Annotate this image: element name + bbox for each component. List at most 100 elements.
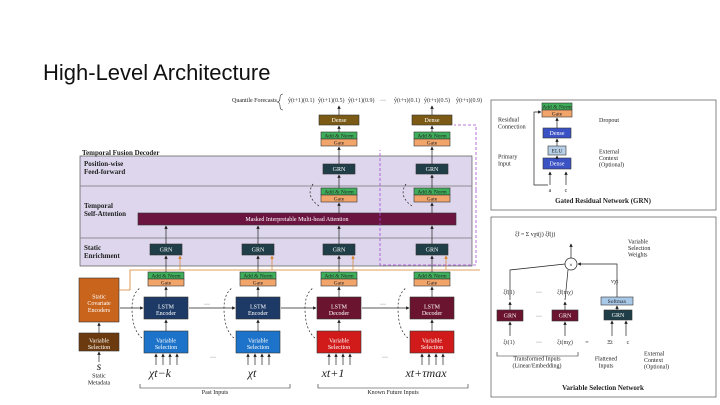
past-brace xyxy=(139,384,291,389)
col-1-lstm-ang-gate xyxy=(147,278,185,287)
vsn-panel-title: Variable Selection Network xyxy=(562,384,644,392)
future-col-1-skip-attn xyxy=(309,183,320,207)
col-3-skip-vs xyxy=(304,287,316,339)
quantile-a-2: ŷ(t+1)(0.9) xyxy=(348,97,375,104)
vs-dots-1: ··· xyxy=(210,355,216,361)
col-1-static-grn-label: GRN xyxy=(160,248,173,254)
vsn-panel-box xyxy=(490,216,717,398)
future-inputs-label: Known Future Inputs xyxy=(367,390,419,396)
vsn-equals: = xyxy=(585,340,589,346)
col-1-input-sym: χt−k xyxy=(148,366,172,380)
quantile-b-1: ŷ(t+τ)(0.5) xyxy=(424,97,450,104)
vsn-v: vχt xyxy=(611,279,619,285)
future-col-1-top-gate xyxy=(320,138,358,147)
vsn-grn-m-label: GRN xyxy=(559,314,572,320)
future-col-2-attn-gate-label: Gate xyxy=(427,197,438,203)
lstm-chain-dots-2: ··· xyxy=(380,302,386,308)
col-3-input-sym: xt+1 xyxy=(321,366,345,380)
vsn-dots-grn: ··· xyxy=(536,314,542,320)
grn-dense-bottom-label: Dense xyxy=(550,162,565,168)
col-4-input-sym: xt+τmax xyxy=(404,366,447,380)
vsn-c: c xyxy=(627,340,630,346)
col-2-input-sym: χt xyxy=(247,366,257,380)
col-2-static-grn-label: GRN xyxy=(252,248,265,254)
col-1-lstm-ang-gate-label: Gate xyxy=(161,281,172,287)
col-4-lstm-ang-add-norm-label: Add & Norm xyxy=(417,274,447,280)
col-2-lstm-ang-gate xyxy=(239,278,277,287)
past-inputs-label: Past Inputs xyxy=(202,390,229,396)
future-col-2-skip-attn xyxy=(402,183,413,207)
grn-add-norm-label: Add & Norm xyxy=(542,105,572,111)
future-col-1-top-add-norm-label: Add & Norm xyxy=(324,134,354,140)
future-col-2-pos-grn-label: GRN xyxy=(426,167,439,173)
vsn-transformed-brace xyxy=(496,352,579,357)
future-col-1-attn-gate xyxy=(320,194,358,203)
vsn-dots-xi: ··· xyxy=(536,340,542,346)
future-brace xyxy=(317,384,469,389)
quantile-a-1: ŷ(t+1)(0.5) xyxy=(318,97,345,104)
grn-panel-box xyxy=(490,99,717,211)
quantile-b-0: ŷ(t+τ)(0.1) xyxy=(394,97,420,104)
future-col-2-attn-add-norm-label: Add & Norm xyxy=(417,190,447,196)
vsn-softmax-label: Softmax xyxy=(608,298,627,305)
temporal-fusion-decoder-box xyxy=(79,155,473,267)
vsn-Xi: Ξt xyxy=(607,340,613,346)
col-1-lstm-ang-add-norm-label: Add & Norm xyxy=(151,274,181,280)
quantile-b-2: ŷ(t+τ)(0.9) xyxy=(456,97,482,104)
col-4-skip-vs xyxy=(397,287,409,339)
col-1-skip-vs xyxy=(131,287,143,339)
vsn-multiply-sign: × xyxy=(569,263,572,269)
col-4-lstm-ang-gate-label: Gate xyxy=(427,281,438,287)
grn-panel-title: Gated Residual Network (GRN) xyxy=(555,197,652,205)
vsn-xi1: ξt(1) xyxy=(503,339,514,346)
grn-dropout-label: Dropout xyxy=(599,118,619,124)
lstm-chain-dots-1: ··· xyxy=(204,302,210,308)
vsn-grn-right-label: GRN xyxy=(612,313,625,319)
col-3-lstm-ang-gate-label: Gate xyxy=(334,281,345,287)
col-3-lstm-ang-gate xyxy=(320,278,358,287)
grn-residual xyxy=(533,110,548,186)
future-col-1-top-gate-label: Gate xyxy=(334,141,345,147)
future-col-2-top-gate xyxy=(413,138,451,147)
quantile-a-0: ŷ(t+1)(0.1) xyxy=(288,97,315,104)
masked-attention-bar xyxy=(137,212,457,226)
quantile-brace xyxy=(276,93,284,111)
col-2-skip-vs xyxy=(223,287,235,339)
purple-skip-1 xyxy=(379,150,477,266)
col-3-static-grn-label: GRN xyxy=(333,248,346,254)
grn-gate xyxy=(541,109,573,118)
grn-dense-top-label: Dense xyxy=(550,131,565,137)
vsn-xi1-tilde: ξ̃t(1) xyxy=(503,289,514,296)
vsn-transformed-label: Transformed Inputs(Linear/Embedding) xyxy=(513,356,562,370)
vsn-weights-path xyxy=(577,262,618,297)
static-feed xyxy=(119,269,480,291)
grn-gate-label: Gate xyxy=(552,112,563,118)
temporal-fusion-decoder-title: Temporal Fusion Decoder xyxy=(82,149,160,157)
col-4-static-grn-label: GRN xyxy=(426,248,439,254)
col-2-lstm-ang-gate-label: Gate xyxy=(253,281,264,287)
vsn-xim-tilde: ξ̃t(mχ) xyxy=(557,289,573,296)
vsn-x1-mult xyxy=(509,263,566,300)
future-col-2-attn-gate xyxy=(413,194,451,203)
